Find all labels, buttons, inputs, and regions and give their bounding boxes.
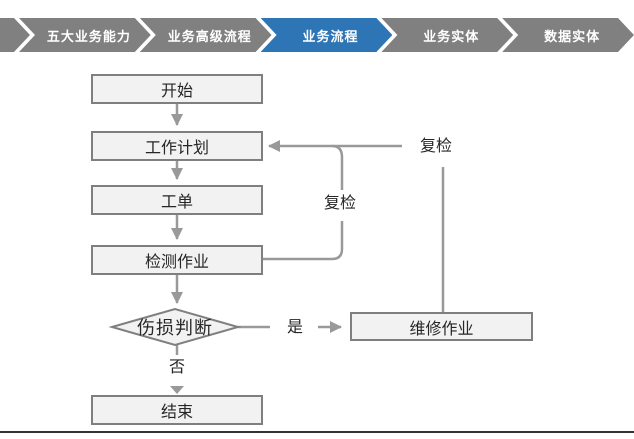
node-work-plan: 工作计划 [91, 131, 263, 161]
edge-label-recheck-outer: 复检 [419, 136, 452, 155]
edge-label-yes: 是 [286, 317, 303, 336]
edge-label-no: 否 [168, 357, 185, 376]
nav-step-label: 业务实体 [423, 29, 480, 45]
edge-no-arrowhead [170, 386, 184, 394]
node-label: 开始 [160, 81, 193, 100]
edge-label-recheck-inner: 复检 [323, 193, 356, 212]
node-label: 工作计划 [144, 138, 209, 157]
node-work-order: 工单 [91, 185, 263, 215]
nav-step-data-entity[interactable]: 数据实体 [502, 18, 634, 52]
node-label: 结束 [160, 402, 193, 421]
node-label: 工单 [160, 192, 193, 211]
node-inspection-job: 检测作业 [91, 245, 263, 275]
nav-step-high-level-process[interactable]: 业务高级流程 [140, 18, 272, 52]
nav-step-business-entity[interactable]: 业务实体 [381, 18, 513, 52]
node-end: 结束 [91, 395, 263, 425]
nav-step-business-process-active[interactable]: 业务流程 [261, 18, 393, 52]
nav-step-label: 业务高级流程 [167, 29, 252, 45]
node-repair-job: 维修作业 [350, 312, 533, 341]
edge-recheck-inspection-lower [263, 221, 344, 261]
nav-step-label: 五大业务能力 [46, 29, 131, 45]
nav-step-five-capabilities[interactable]: 五大业务能力 [19, 18, 151, 52]
node-damage-decision-label: 伤损判断 [137, 318, 213, 339]
node-label: 检测作业 [144, 252, 209, 271]
nav-step-label: 数据实体 [544, 29, 601, 45]
bottom-border [0, 431, 634, 433]
nav-step-label: 业务流程 [302, 29, 359, 45]
edge-recheck-inspection-upper [331, 144, 344, 190]
node-start: 开始 [91, 74, 263, 104]
node-label: 维修作业 [409, 318, 474, 338]
step-nav: 五大业务能力 业务高级流程 业务流程 业务实体 数据实体 [0, 18, 634, 52]
